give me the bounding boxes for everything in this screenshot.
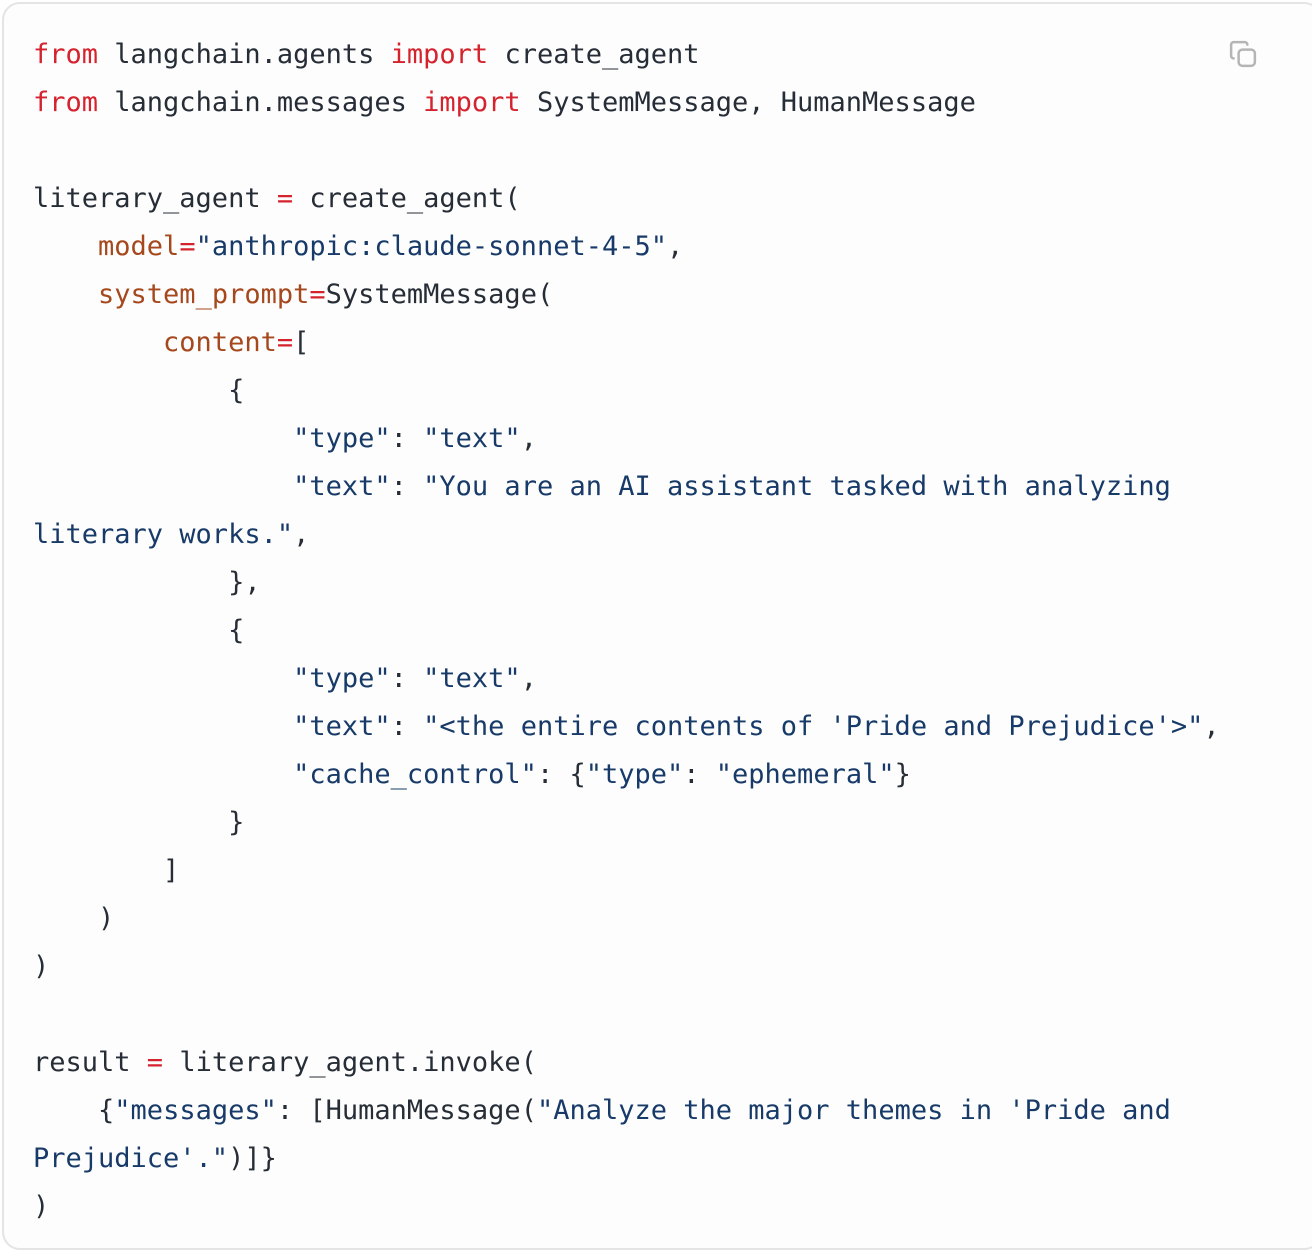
copy-icon bbox=[1228, 39, 1258, 72]
copy-button[interactable] bbox=[1226, 38, 1260, 72]
code-block: from langchain.agents import create_agen… bbox=[33, 39, 1220, 1222]
